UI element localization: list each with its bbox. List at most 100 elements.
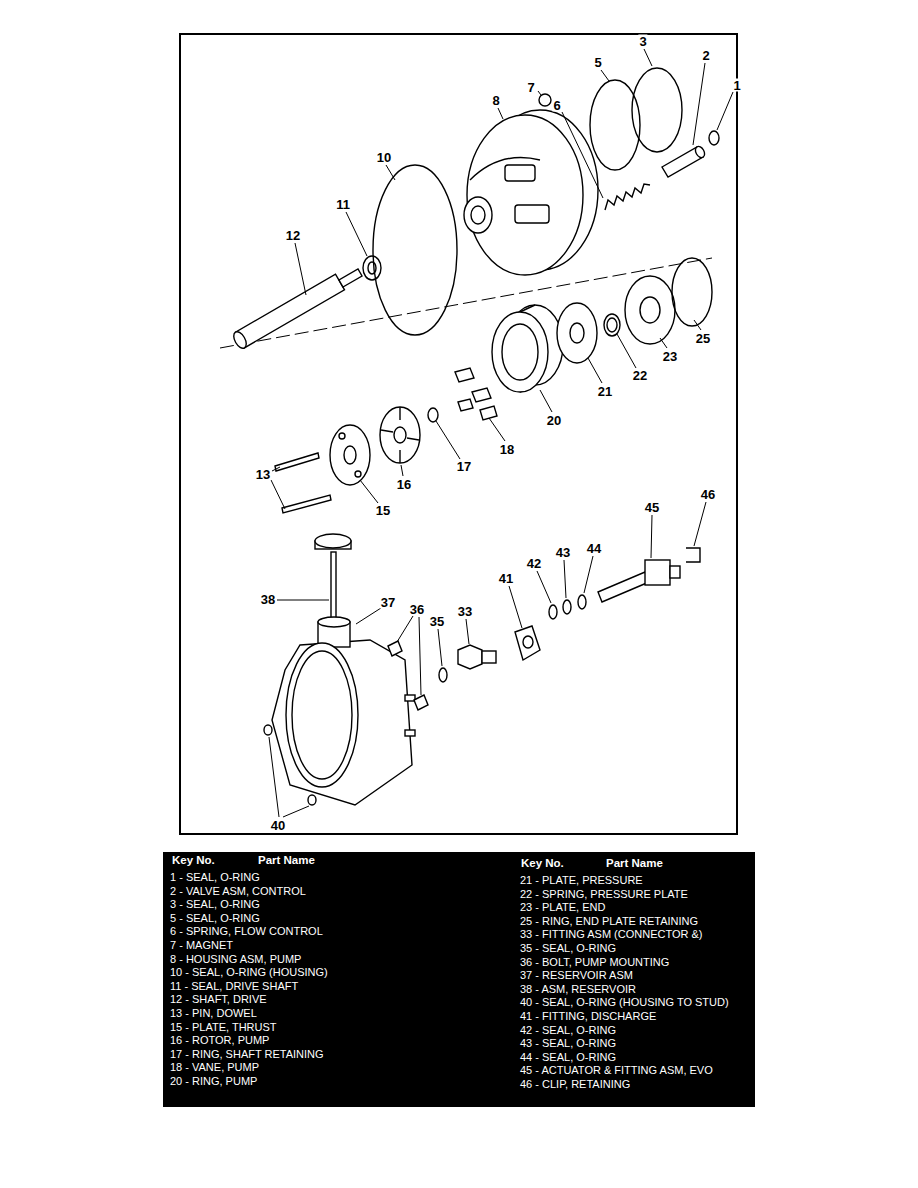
callout-number: 12 (285, 229, 301, 242)
leader-lines (271, 480, 285, 509)
part-name: 23 - PLATE, END (520, 901, 605, 914)
pump-ring (492, 305, 563, 392)
leader-lines (438, 629, 442, 666)
table-header: Key No. (521, 858, 564, 870)
part-name: 44 - SEAL, O-RING (520, 1051, 616, 1064)
drive-shaft (339, 269, 362, 287)
leader-lines (360, 480, 378, 503)
control-valve (662, 145, 706, 177)
dowel-pins (275, 453, 331, 513)
discharge-fitting (523, 636, 533, 648)
callout-number: 10 (376, 151, 392, 164)
connector-fitting (458, 645, 482, 669)
leader-lines (419, 617, 421, 695)
callout-number: 18 (499, 443, 515, 456)
part-name: 8 - HOUSING ASM, PUMP (170, 953, 301, 966)
actuator-fitting (670, 566, 680, 578)
pump-housing (505, 165, 535, 181)
leader-lines (601, 70, 609, 81)
pump-illustration (231, 68, 719, 805)
o-ring-3 (632, 68, 682, 152)
housing-o-ring (373, 165, 457, 335)
pump-ring (492, 312, 548, 392)
table-header: Part Name (258, 855, 315, 867)
leader-lines (717, 92, 733, 130)
part-name: 35 - SEAL, O-RING (520, 942, 616, 955)
part-name: 40 - SEAL, O-RING (HOUSING TO STUD) (520, 996, 729, 1009)
thrust-plate (330, 425, 370, 485)
end-plate-retaining-ring (672, 258, 712, 326)
leader-lines (538, 91, 541, 95)
o-ring-43 (563, 600, 571, 614)
part-name: 21 - PLATE, PRESSURE (520, 874, 643, 887)
reservoir (272, 640, 412, 805)
pump-rotor (399, 450, 400, 463)
callout-number: 6 (552, 99, 561, 112)
leader-lines (509, 586, 522, 628)
part-name: 25 - RING, END PLATE RETAINING (520, 915, 698, 928)
leader-lines (537, 571, 551, 603)
part-name: 6 - SPRING, FLOW CONTROL (170, 925, 323, 938)
reservoir-cap (315, 534, 351, 548)
thrust-plate (355, 471, 361, 477)
pump-rotor (399, 407, 400, 420)
part-name: 36 - BOLT, PUMP MOUNTING (520, 956, 669, 969)
leader-lines (644, 49, 652, 66)
leader-lines (436, 421, 460, 459)
leader-lines (269, 737, 279, 817)
pump-housing (470, 158, 540, 181)
callout-number: 25 (695, 332, 711, 345)
pump-vanes (480, 406, 497, 420)
o-ring-40b (308, 795, 316, 805)
callout-number: 3 (638, 35, 647, 48)
thrust-plate (339, 433, 345, 439)
leader-lines (660, 338, 667, 348)
leader-lines (397, 616, 413, 642)
callout-number: 43 (555, 546, 571, 559)
pump-rotor (380, 407, 420, 463)
callout-number: 45 (644, 501, 660, 514)
part-name: 15 - PLATE, THRUST (170, 1021, 277, 1034)
reservoir (318, 617, 350, 627)
end-plate (625, 276, 675, 344)
o-ring-1 (709, 131, 719, 145)
part-name: 16 - ROTOR, PUMP (170, 1034, 269, 1047)
part-name: 2 - VALVE ASM, CONTROL (170, 885, 306, 898)
leader-lines (694, 502, 706, 546)
callout-number: 20 (546, 414, 562, 427)
leader-lines (283, 806, 309, 817)
pump-ring (502, 324, 538, 380)
callout-number: 22 (632, 369, 648, 382)
leader-lines (269, 49, 733, 817)
pump-rotor (380, 407, 420, 463)
callout-number: 7 (526, 81, 535, 94)
end-plate (640, 297, 660, 323)
pump-housing (471, 206, 485, 224)
callout-number: 13 (255, 468, 271, 481)
drive-shaft (231, 330, 249, 351)
leader-lines (693, 63, 705, 145)
pump-vanes (458, 399, 473, 411)
thrust-plate (344, 446, 356, 464)
leader-lines (277, 600, 329, 601)
leader-lines (295, 243, 306, 295)
leader-lines (272, 467, 280, 471)
callout-number: 5 (593, 56, 602, 69)
thrust-plate (330, 425, 370, 485)
control-valve (694, 145, 707, 159)
leader-lines (401, 465, 403, 476)
o-ring-40a (264, 725, 272, 735)
flow-control-spring (605, 184, 650, 210)
pressure-plate (557, 303, 597, 363)
o-ring-44 (578, 595, 586, 609)
callout-number: 8 (491, 94, 500, 107)
pump-rotor (381, 430, 393, 432)
table-header: Part Name (606, 858, 663, 870)
pump-housing (467, 115, 583, 275)
callout-number: 46 (700, 488, 716, 501)
mounting-bolts (414, 695, 428, 710)
reservoir-cap (331, 552, 336, 618)
table-header: Key No. (172, 855, 215, 867)
